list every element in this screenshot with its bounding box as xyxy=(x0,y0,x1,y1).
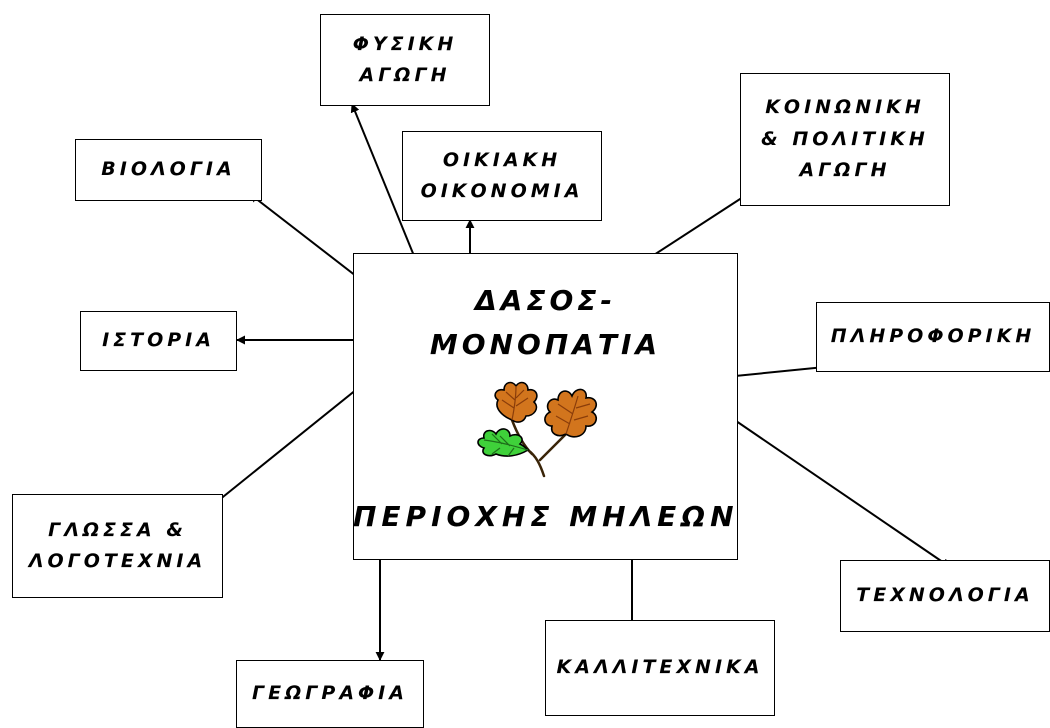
subject-box-kallitexnika: ΚΑΛΛΙΤΕΧΝΙΚΑ xyxy=(545,620,775,716)
subject-label-line: ΑΓΩΓΗ xyxy=(799,159,891,182)
center-subtitle: ΠΕΡΙΟΧΗΣ ΜΗΛΕΩΝ xyxy=(353,500,739,533)
center-topic-box xyxy=(353,253,738,560)
center-title-line2: ΜΟΝΟΠΑΤΙΑ xyxy=(429,328,662,361)
subject-box-oikiaki-oikonomia: ΟΙΚΙΑΚΗ ΟΙΚΟΝΟΜΙΑ xyxy=(402,131,602,221)
arrow-to-glossa xyxy=(202,376,373,514)
subject-label-line: ΟΙΚΟΝΟΜΙΑ xyxy=(420,180,584,202)
subject-box-pliroforiki: ΠΛΗΡΟΦΟΡΙΚΗ xyxy=(816,302,1050,372)
subject-label-line: ΒΙΟΛΟΓΙΑ xyxy=(101,158,236,181)
subject-box-geografia: ΓΕΩΓΡΑΦΙΑ xyxy=(236,660,424,728)
subject-label-line: ΑΓΩΓΗ xyxy=(359,64,451,86)
subject-label-line: ΙΣΤΟΡΙΑ xyxy=(102,329,215,352)
subject-box-texnologia: ΤΕΧΝΟΛΟΓΙΑ xyxy=(840,560,1050,632)
subject-label-line: ΦΥΣΙΚΗ xyxy=(352,32,458,55)
center-title-line1: ΔΑΣΟΣ- xyxy=(474,284,617,317)
arrow-to-texnologia xyxy=(719,409,951,568)
subject-label-line: ΚΟΙΝΩΝΙΚΗ xyxy=(765,96,925,119)
subject-box-fysiki-agogi: ΦΥΣΙΚΗ ΑΓΩΓΗ xyxy=(320,14,490,106)
subject-label-line: ΓΛΩΣΣΑ & xyxy=(48,518,187,541)
subject-box-istoria: ΙΣΤΟΡΙΑ xyxy=(80,311,237,371)
subject-label-line: ΤΕΧΝΟΛΟΓΙΑ xyxy=(856,584,1034,607)
subject-box-koinoniki-agogi: ΚΟΙΝΩΝΙΚΗ & ΠΟΛΙΤΙΚΗ ΑΓΩΓΗ xyxy=(740,73,950,206)
subject-label-line: ΛΟΓΟΤΕΧΝΙΑ xyxy=(28,550,207,572)
subject-box-glossa: ΓΛΩΣΣΑ & ΛΟΓΟΤΕΧΝΙΑ xyxy=(12,494,223,598)
subject-label-line: & ΠΟΛΙΤΙΚΗ xyxy=(761,127,929,150)
subject-label-line: ΚΑΛΛΙΤΕΧΝΙΚΑ xyxy=(556,656,764,679)
subject-label-line: ΓΕΩΓΡΑΦΙΑ xyxy=(252,682,408,705)
subject-label-line: ΟΙΚΙΑΚΗ xyxy=(442,148,562,171)
subject-label-line: ΠΛΗΡΟΦΟΡΙΚΗ xyxy=(830,325,1036,348)
oak-leaves-icon xyxy=(477,381,598,478)
subject-box-biologia: ΒΙΟΛΟΓΙΑ xyxy=(75,139,262,201)
